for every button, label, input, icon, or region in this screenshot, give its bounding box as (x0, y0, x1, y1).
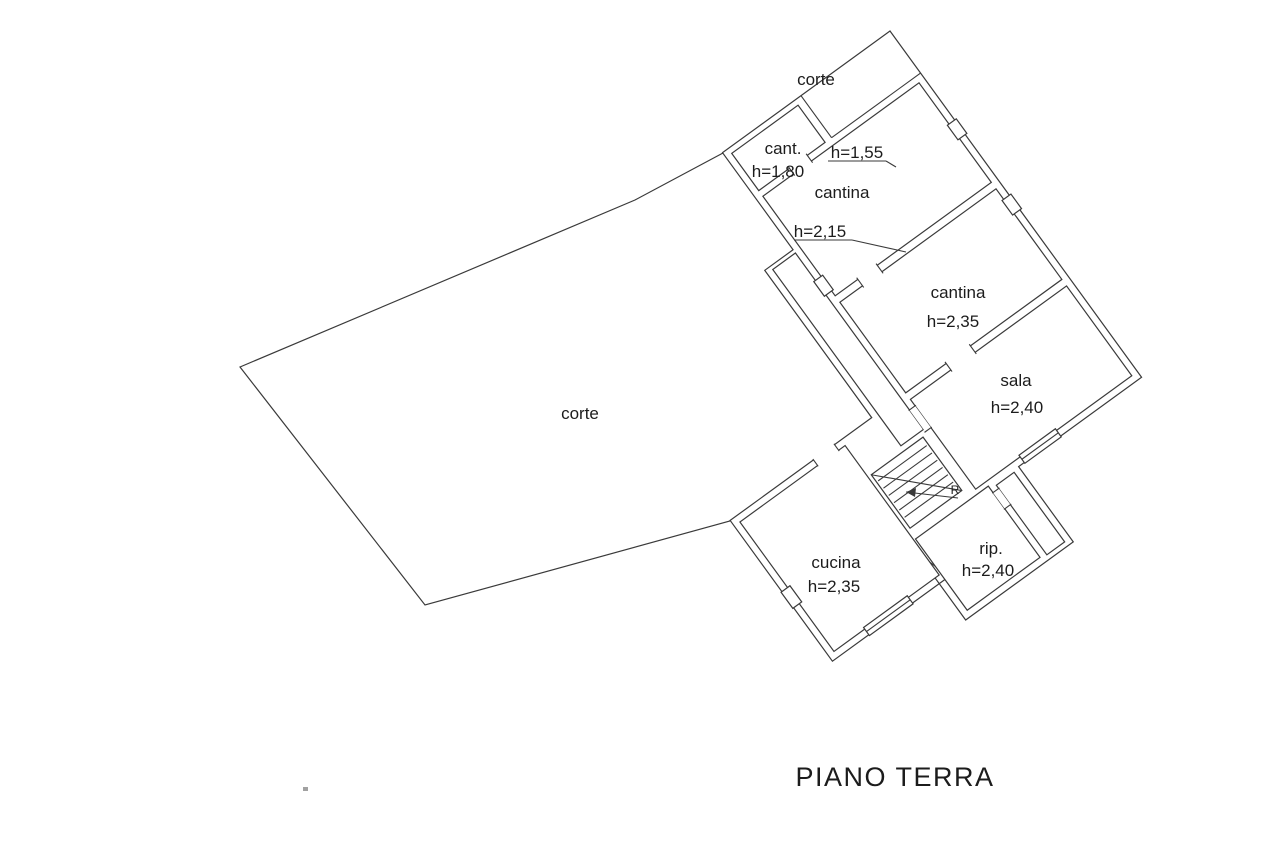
stair-arrow (905, 488, 959, 499)
label-cantina-nw: cantina (815, 183, 870, 202)
label-rip-height: h=2,40 (962, 561, 1014, 580)
label-cantina-nw-h-upper: h=1,55 (831, 143, 883, 162)
corridor-se (995, 471, 1066, 556)
windows (780, 117, 1063, 637)
stair-treads (871, 445, 962, 518)
door-openings (787, 153, 1012, 510)
print-speck (303, 787, 308, 791)
label-sala: sala (1000, 371, 1032, 390)
label-cucina: cucina (811, 553, 861, 572)
label-cucina-height: h=2,35 (808, 577, 860, 596)
label-cantina-mid: cantina (931, 283, 986, 302)
label-corte-small: corte (797, 70, 835, 89)
court-small-wall-se (831, 72, 921, 139)
label-cant: cant. (765, 139, 802, 158)
corridor (771, 252, 925, 447)
room-cantina-mid (839, 187, 1063, 394)
court-small-wall-sw (800, 95, 833, 139)
label-corte-big: corte (561, 404, 599, 423)
plan-title: PIANO TERRA (795, 762, 994, 792)
label-cantina-nw-h-lower: h=2,15 (794, 222, 846, 241)
label-sala-height: h=2,40 (991, 398, 1043, 417)
label-stair-ref: R (951, 483, 960, 497)
label-cant-height: h=1,80 (752, 162, 804, 181)
label-underlines (794, 160, 907, 253)
label-cantina-mid-height: h=2,35 (927, 312, 979, 331)
room-rip (914, 485, 1041, 612)
building-group (721, 30, 1143, 663)
label-rip: rip. (979, 539, 1003, 558)
